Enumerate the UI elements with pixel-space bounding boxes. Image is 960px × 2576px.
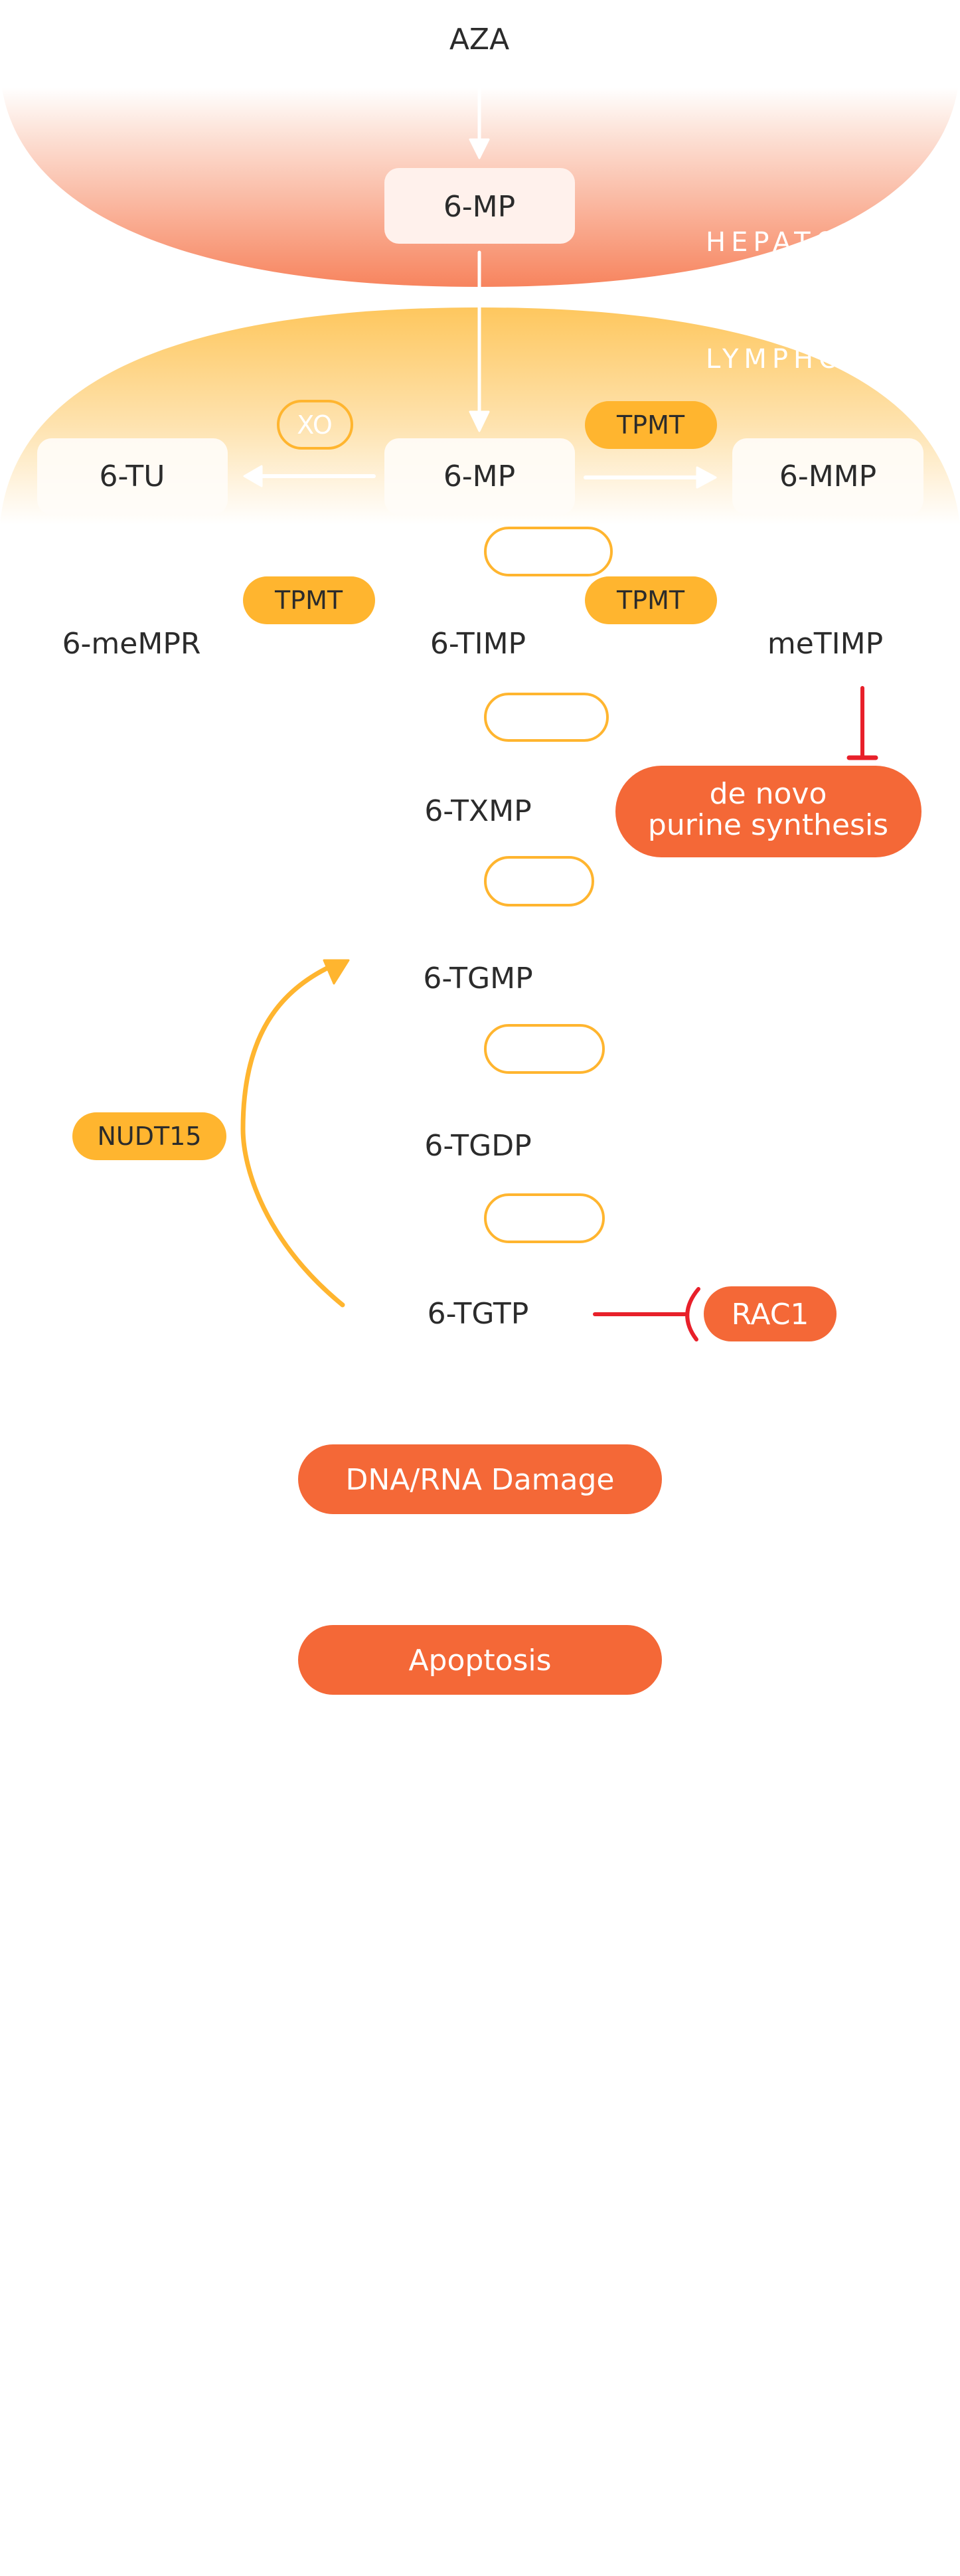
enzyme-blank-pill-5 [484, 1193, 605, 1243]
lymphocyte-6mmp-node: 6-MMP [732, 438, 923, 515]
enzyme-tpmt-left-label: TPMT [274, 586, 343, 615]
lymphocyte-6tu-node: 6-TU [37, 438, 228, 515]
metabolite-6-tgdp: 6-TGDP [424, 1129, 531, 1163]
aza-label: AZA [449, 23, 509, 56]
enzyme-nudt15: NUDT15 [72, 1112, 226, 1160]
inhibition-metimp-de-novo [846, 686, 878, 760]
enzyme-blank-pill-2 [484, 693, 609, 742]
outcome-dna-rna-damage: DNA/RNA Damage [298, 1444, 662, 1514]
arrow-aza-to-6mp [469, 84, 490, 159]
metabolite-6-mempr: 6-meMPR [62, 627, 201, 661]
enzyme-tpmt-top: TPMT [585, 401, 717, 449]
enzyme-blank-pill-3 [484, 856, 594, 906]
rac1-label: RAC1 [732, 1298, 809, 1331]
lymphocyte-6mmp-label: 6-MMP [779, 460, 876, 493]
dna-rna-damage-label: DNA/RNA Damage [346, 1463, 615, 1497]
enzyme-tpmt-top-label: TPMT [616, 410, 685, 440]
enzyme-tpmt-right-label: TPMT [616, 586, 685, 615]
lymphocyte-6mp-node: 6-MP [384, 438, 575, 515]
metabolite-6-timp: 6-TIMP [430, 627, 526, 661]
metabolite-6-txmp: 6-TXMP [424, 794, 531, 828]
enzyme-xo: XO [277, 400, 353, 450]
outcome-rac1: RAC1 [704, 1286, 837, 1341]
outcome-de-novo-purine-synthesis: de novo purine synthesis [615, 766, 921, 857]
hepatocyte-6mp-node: 6-MP [384, 168, 575, 244]
arrow-6mp-to-6mmp [584, 466, 717, 489]
enzyme-xo-label: XO [297, 410, 333, 440]
outcome-apoptosis: Apoptosis [298, 1625, 662, 1695]
lymphocyte-6mp-label: 6-MP [443, 460, 515, 493]
arrow-6mp-transport [469, 250, 490, 432]
metabolite-metimp: meTIMP [767, 627, 883, 661]
enzyme-tpmt-left: TPMT [243, 576, 375, 624]
apoptosis-label: Apoptosis [408, 1644, 551, 1677]
enzyme-blank-pill-1 [484, 527, 613, 576]
hepatocyte-6mp-label: 6-MP [443, 190, 515, 224]
lymphocyte-label: LYMPHOCYTE [706, 344, 933, 375]
enzyme-blank-pill-4 [484, 1024, 605, 1074]
arrow-nudt15-recycle [240, 959, 350, 1308]
metabolite-6-tgmp: 6-TGMP [423, 962, 532, 995]
inhibition-6tgtp-rac1 [593, 1287, 700, 1341]
lymphocyte-6tu-label: 6-TU [100, 460, 165, 493]
arrow-6mp-to-6tu [243, 465, 376, 487]
de-novo-line-1: de novo [710, 777, 827, 811]
enzyme-nudt15-label: NUDT15 [97, 1122, 201, 1151]
enzyme-blank-pills [484, 527, 613, 1243]
de-novo-line-2: purine synthesis [648, 808, 888, 842]
hepatocyte-label: HEPATOCYTE [706, 227, 930, 258]
metabolite-6-tgtp: 6-TGTP [428, 1297, 529, 1331]
enzyme-tpmt-right: TPMT [585, 576, 717, 624]
